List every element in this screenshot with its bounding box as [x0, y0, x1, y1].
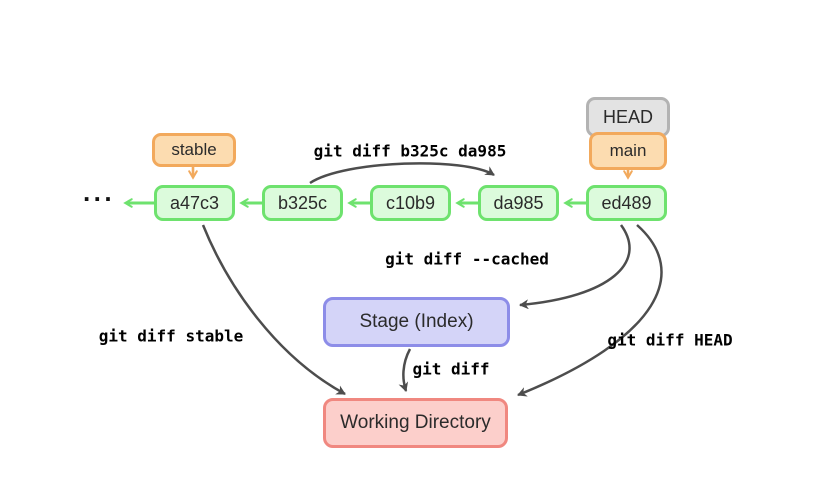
history-ellipsis: ···	[83, 183, 115, 214]
commit-label: b325c	[277, 192, 328, 213]
arrow-diff-plain	[398, 348, 412, 392]
commit-label: c10b9	[385, 192, 436, 213]
stage-label: Stage (Index)	[359, 311, 474, 332]
commit-node-ed489: ed489	[586, 185, 667, 221]
commit-node-a47c3: a47c3	[154, 185, 235, 221]
commit-label: a47c3	[169, 192, 220, 213]
commit-node-da985: da985	[478, 185, 559, 221]
commit-label: da985	[493, 192, 544, 213]
commit-node-b325c: b325c	[262, 185, 343, 221]
ref-label: stable	[171, 140, 217, 159]
arrow-diff-range	[309, 162, 495, 185]
command-label-diff-stable: git diff stable	[98, 326, 244, 346]
ref-node-main: main	[589, 132, 667, 170]
command-label-diff-head: git diff HEAD	[607, 330, 733, 350]
command-label-diff-cached: git diff --cached	[385, 249, 549, 269]
stage-index-node: Stage (Index)	[323, 297, 510, 347]
ref-label: main	[609, 141, 647, 160]
ref-node-stable: stable	[152, 133, 236, 167]
command-label-diff-plain: git diff	[412, 359, 490, 379]
commit-node-c10b9: c10b9	[370, 185, 451, 221]
head-node: HEAD	[586, 97, 670, 137]
working-directory-node: Working Directory	[323, 398, 508, 448]
commit-label: ed489	[601, 192, 652, 213]
working-directory-label: Working Directory	[340, 412, 491, 433]
head-label: HEAD	[602, 106, 653, 127]
command-label-diff-range: git diff b325c da985	[313, 141, 507, 161]
